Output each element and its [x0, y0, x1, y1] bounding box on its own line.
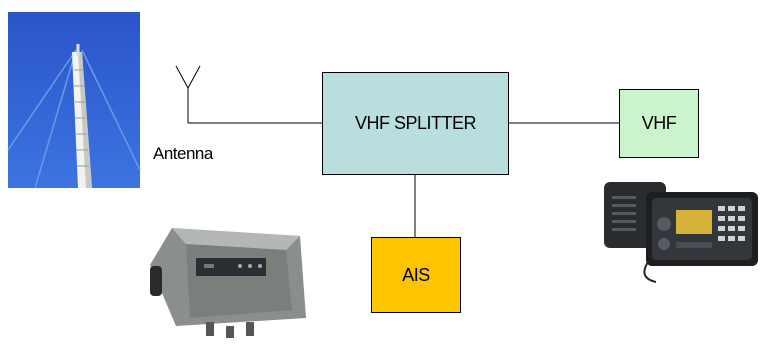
vhf-box: VHF	[619, 89, 699, 158]
ais-box: AIS	[371, 237, 461, 313]
antenna-label: Antenna	[153, 144, 213, 163]
vhf-label: VHF	[641, 113, 677, 133]
ais-label: AIS	[402, 264, 430, 285]
antenna-icon	[175, 65, 201, 123]
vhf-splitter-label: VHF SPLITTER	[354, 113, 477, 133]
vhf-splitter-box: VHF SPLITTER	[322, 72, 509, 175]
